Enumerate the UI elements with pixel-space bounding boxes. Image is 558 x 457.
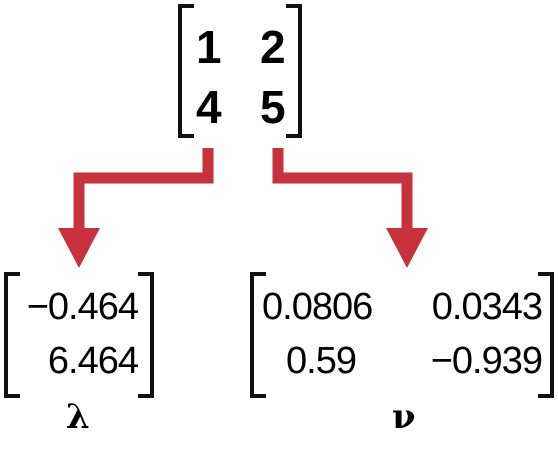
eigenvalues-left-bracket [4,272,20,398]
eigenvector-cell-2-1: 0.59 [286,340,357,382]
eigenvalues-matrix: −0.464 6.464 [4,272,154,398]
eigenvectors-right-bracket [538,272,554,398]
arrow-right-head [386,228,428,268]
eigenvectors-left-bracket [250,272,266,398]
input-matrix-left-bracket [178,4,194,138]
eigenvectors-matrix: 0.0806 0.0343 0.59 −0.939 [250,272,554,398]
eigenvalue-1: −0.464 [26,286,139,328]
eigenvectors-label: ν [392,397,416,437]
eigenvector-cell-1-1: 0.0806 [262,286,373,328]
input-matrix-cell-2-2: 5 [260,81,286,133]
arrow-right-connector [272,148,413,230]
eigenvalues-label: λ [66,397,90,437]
arrow-left-head [58,228,100,268]
eigenvalue-2: 6.464 [47,340,139,382]
input-matrix-right-bracket [286,4,302,138]
input-matrix-cell-2-1: 4 [196,81,222,133]
input-matrix: 1 2 4 5 [178,4,302,138]
eigenvector-cell-1-2: 0.0343 [431,286,543,328]
input-matrix-cell-1-2: 2 [260,21,286,73]
eigenvalues-right-bracket [138,272,154,398]
arrow-left-connector [73,148,214,230]
eigenvector-cell-2-2: −0.939 [430,340,543,382]
input-matrix-cell-1-1: 1 [196,21,222,73]
